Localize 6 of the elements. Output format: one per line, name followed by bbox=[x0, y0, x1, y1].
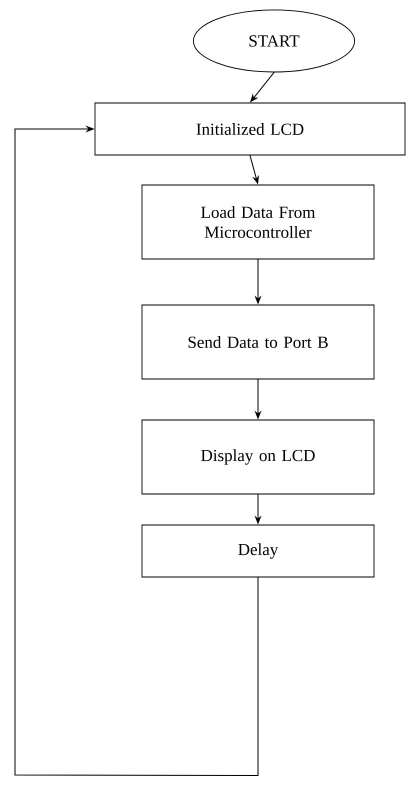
arrow bbox=[14, 125, 258, 776]
process-box: Display on LCD bbox=[142, 420, 374, 494]
process-box: Delay bbox=[142, 524, 374, 578]
process-box: Initialized LCD bbox=[94, 102, 406, 156]
process-box: Load Data From Microcontroller bbox=[142, 184, 374, 260]
process-box: Send Data to Port B bbox=[142, 304, 374, 380]
